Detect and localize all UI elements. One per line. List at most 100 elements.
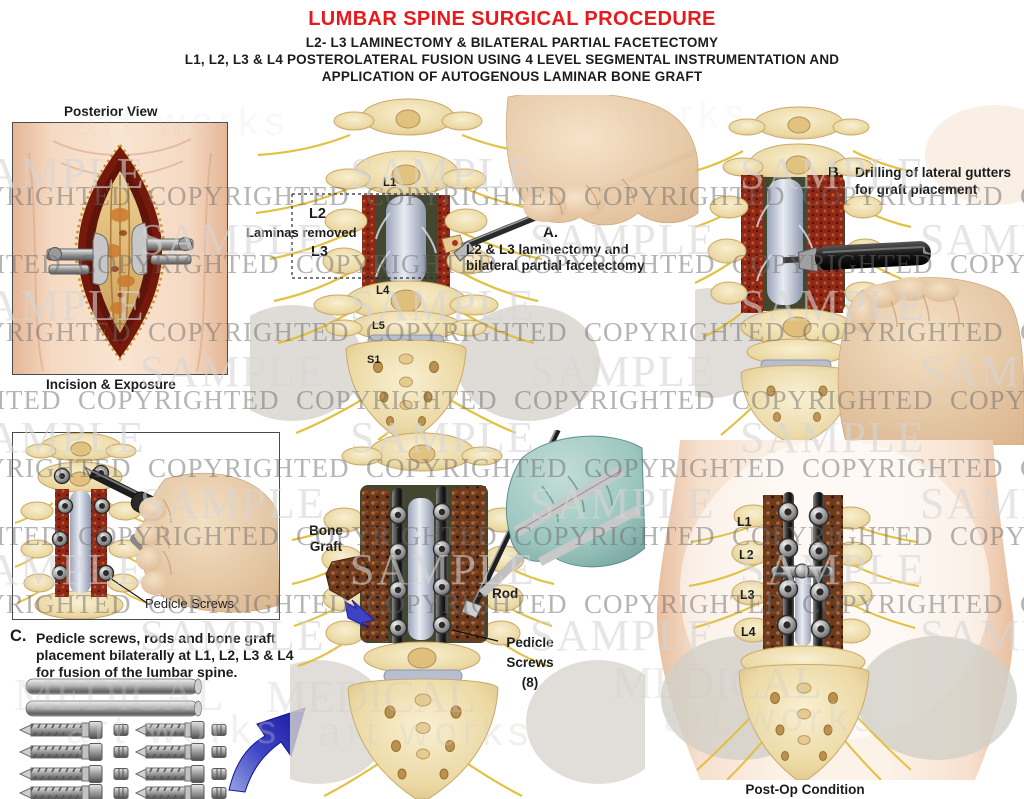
postop-level-l2: L2 xyxy=(739,548,754,562)
lower-vertebrae-sacrum xyxy=(347,641,499,799)
small-blue-arrow-icon xyxy=(344,599,376,629)
cross-link xyxy=(770,563,834,579)
left-graft-bed xyxy=(362,488,390,642)
sacrum xyxy=(740,365,854,445)
torso-hint xyxy=(925,105,1024,205)
postop-level-l3: L3 xyxy=(740,588,755,602)
postop-illustration xyxy=(656,440,1017,780)
subtitle-2: L1, L2, L3 & L4 POSTEROLATERAL FUSION US… xyxy=(184,52,840,67)
drilling-illustration xyxy=(695,105,1024,445)
vertebrae xyxy=(20,433,142,619)
postop-level-l4: L4 xyxy=(741,625,756,639)
surgeon-hand xyxy=(837,277,1024,445)
incision-illustration xyxy=(13,123,227,374)
level-label-s1: S1 xyxy=(367,354,381,366)
step-c-caption-line3: for fusion of the lumbar spine. xyxy=(36,664,238,680)
fusion-construct xyxy=(763,492,843,658)
step-b-caption-line2: for graft placement xyxy=(855,182,978,197)
sacrum xyxy=(345,339,467,440)
incision-opening xyxy=(74,142,166,362)
step-c-label: C. xyxy=(10,627,27,645)
rod-label: Rod xyxy=(492,586,519,601)
laminectomy-illustration xyxy=(250,95,699,440)
sacrum xyxy=(738,645,870,780)
postop-panel xyxy=(620,440,1024,780)
screw-placement-panel xyxy=(12,432,280,620)
posterior-view-label: Posterior View xyxy=(64,104,158,119)
incision-exposure-caption: Incision & Exposure xyxy=(46,377,176,392)
right-graft-bed xyxy=(823,495,843,655)
pedicle-screws-leader xyxy=(109,577,148,604)
pedicle-screws-8-label: Pedicle Screws (8) xyxy=(498,633,562,693)
screw-row-4 xyxy=(19,784,227,799)
right-rod xyxy=(436,486,448,646)
right-hip xyxy=(526,660,645,784)
subtitle-1: L2- L3 LAMINECTOMY & BILATERAL PARTIAL F… xyxy=(305,35,719,50)
step-a-label: A. xyxy=(543,224,558,241)
pedicle-screws-8-leader xyxy=(451,629,499,642)
pedicle-screws-8-line2: Screws xyxy=(506,655,554,670)
gloved-hand xyxy=(505,435,645,568)
laminas-removed-label: Laminas removed xyxy=(246,225,357,240)
incision-panel xyxy=(12,122,228,375)
subtitle-3: APPLICATION OF AUTOGENOUS LAMINAR BONE G… xyxy=(321,69,703,84)
postop-caption: Post-Op Condition xyxy=(745,782,865,797)
level-label-l1: L1 xyxy=(383,177,397,189)
fusion-construct xyxy=(360,485,488,646)
transverse-processes xyxy=(322,208,490,275)
pedicle-screws-8-line3: (8) xyxy=(521,675,539,690)
upper-vertebrae xyxy=(325,98,487,196)
dural-sac xyxy=(767,179,803,305)
step-a-caption-line1: L2 & L3 laminectomy and xyxy=(466,242,629,257)
screw-row-2 xyxy=(19,743,227,761)
step-c-caption-line1: Pedicle screws, rods and bone graft xyxy=(36,630,276,646)
left-retractor xyxy=(46,232,109,286)
surgeon-hand xyxy=(135,472,279,613)
laminas-removed-bracket xyxy=(291,193,440,279)
screw-row-1 xyxy=(19,721,227,739)
drilling-panel xyxy=(695,105,1024,445)
rod-1 xyxy=(25,678,202,695)
laminectomy-window xyxy=(362,195,450,287)
screw-heads xyxy=(776,501,832,640)
dural-sac xyxy=(795,568,811,646)
dural-sac xyxy=(386,196,426,285)
bone-graft-label-line2: Graft xyxy=(309,538,343,554)
step-a-caption-line2: bilateral partial facetectomy xyxy=(466,258,645,273)
screw-heads xyxy=(388,502,452,638)
rod-2 xyxy=(25,700,202,717)
right-retractor xyxy=(131,222,194,276)
bone-graft-chunk xyxy=(325,555,373,601)
screw-row-3 xyxy=(19,765,227,783)
fat-layer-rim xyxy=(74,142,166,362)
graft-rod-illustration xyxy=(290,430,645,799)
step-b-label: B. xyxy=(828,164,843,181)
dural-sac xyxy=(408,498,434,640)
level-label-l5: L5 xyxy=(372,320,385,332)
page-title: LUMBAR SPINE SURGICAL PROCEDURE xyxy=(308,8,716,30)
graft-rod-panel xyxy=(290,430,645,799)
left-rod xyxy=(392,488,404,646)
right-iliac-shadow xyxy=(857,636,1017,760)
hardware-illustration-panel xyxy=(12,672,302,799)
right-graft-bed xyxy=(450,486,486,642)
surgeon-hand xyxy=(505,95,699,226)
bone-graft-label-line1: Bone xyxy=(309,523,343,538)
level-label-l4: L4 xyxy=(376,285,390,297)
upper-vertebrae xyxy=(722,106,874,183)
pedicle-screws-8-line1: Pedicle xyxy=(506,635,554,650)
level-label-l3: L3 xyxy=(311,244,328,260)
level-label-l2: L2 xyxy=(309,206,326,222)
drill xyxy=(782,241,931,273)
laminectomy-window xyxy=(741,175,845,313)
bone-graft-label: Bone Graft xyxy=(300,523,352,554)
hardware-illustration xyxy=(19,678,227,799)
upper-vertebra xyxy=(341,432,503,472)
step-c-caption-line2: placement bilaterally at L1, L2, L3 & L4 xyxy=(36,647,294,663)
pedicle-screws-pointer-label: Pedicle Screws xyxy=(145,596,234,611)
laminectomy-panel xyxy=(250,95,700,440)
step-b-caption-line1: Drilling of lateral gutters xyxy=(855,165,1012,180)
postop-level-l1: L1 xyxy=(737,515,752,529)
screw-placement-illustration xyxy=(14,433,279,619)
